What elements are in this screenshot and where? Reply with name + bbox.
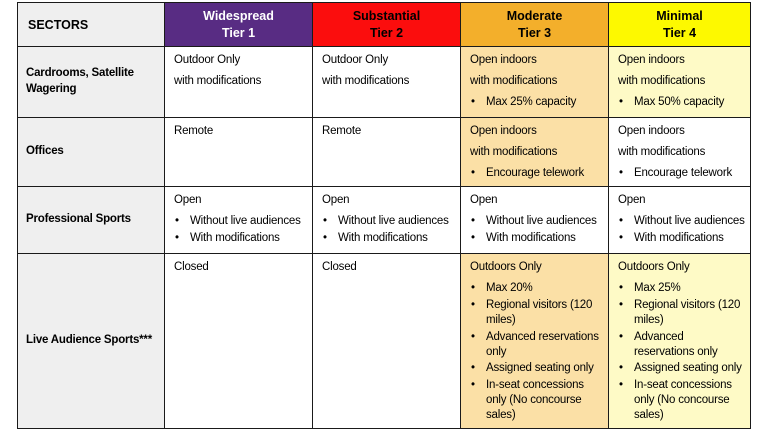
column-header-tier1: Widespread Tier 1 <box>164 2 313 47</box>
cell-line: Closed <box>322 260 357 273</box>
cell-line: with modifications <box>174 74 262 87</box>
header-row: SECTORS Widespread Tier 1 Substantial Ti… <box>17 2 751 47</box>
cell-line: Closed <box>174 260 209 273</box>
bullet-list: Encourage telework <box>470 166 604 181</box>
cell-line: Open <box>174 193 202 206</box>
tier-cell: OpenWithout live audiencesWith modificat… <box>460 185 609 254</box>
bullet-item: Encourage telework <box>470 166 604 181</box>
bullet-item: With modifications <box>618 231 746 246</box>
bullet-item: Without live audiences <box>470 214 604 229</box>
tier-cell: Outdoors OnlyMax 25% Regional visitors (1… <box>608 252 751 430</box>
cell-line: Outdoors Only <box>618 260 690 273</box>
tier-cell: Open indoors with modificationsEncourage … <box>460 117 609 187</box>
cell-line: Outdoors Only <box>470 260 542 273</box>
bullet-item: Max 20% <box>470 281 604 296</box>
tier2-name: Substantial <box>352 9 421 23</box>
cell-line: Open <box>470 193 498 206</box>
tier-cell: Outdoor Only with modifications <box>312 46 461 118</box>
cell-line: with modifications <box>618 145 706 158</box>
bullet-item: Advanced reservations only <box>618 330 746 360</box>
tier-cell: Closed <box>164 252 313 430</box>
sector-label: Live Audience Sports*** <box>17 252 165 430</box>
bullet-item: Max 25% capacity <box>470 95 604 110</box>
tier-cell: Outdoor Only with modifications <box>164 46 313 118</box>
cell-line: with modifications <box>470 145 558 158</box>
tier-cell: Closed <box>312 252 461 430</box>
column-header-tier3: Moderate Tier 3 <box>460 2 609 47</box>
cell-line: with modifications <box>470 74 558 87</box>
cell-line: Open indoors <box>618 54 685 66</box>
sector-label: Cardrooms, Satellite Wagering <box>17 46 165 118</box>
bullet-list: Max 25% capacity <box>470 95 604 110</box>
cell-line: with modifications <box>322 74 410 87</box>
cell-line: with modifications <box>618 74 706 87</box>
bullet-item: With modifications <box>322 231 456 246</box>
bullet-item: Assigned seating only <box>470 361 604 376</box>
bullet-item: Assigned seating only <box>618 361 746 376</box>
bullet-item: Regional visitors (120 miles) <box>618 298 746 328</box>
cell-line: Open indoors <box>618 125 685 137</box>
tier-cell: Open indoors with modificationsMax 50% ca… <box>608 46 751 118</box>
cell-line: Remote <box>174 125 214 137</box>
bullet-item: With modifications <box>470 231 604 246</box>
tier4-name: Minimal <box>656 9 703 23</box>
cell-line: Remote <box>322 125 362 137</box>
bullet-item: Without live audiences <box>174 214 308 229</box>
tier-cell: Open indoors with modificationsEncourage … <box>608 117 751 187</box>
cell-line: Open indoors <box>470 125 537 137</box>
tier-cell: OpenWithout live audiencesWith modificat… <box>608 185 751 254</box>
bullet-item: In-seat concessions only (No concourse s… <box>470 378 604 423</box>
tier4-number: Tier 4 <box>662 26 697 40</box>
tier-cell: Open indoors with modificationsMax 25% ca… <box>460 46 609 118</box>
tier-cell: Remote <box>164 117 313 187</box>
bullet-item: Without live audiences <box>322 214 456 229</box>
column-header-tier4: Minimal Tier 4 <box>608 2 751 47</box>
cell-line: Open <box>322 193 350 206</box>
cell-line: Outdoor Only <box>174 54 240 66</box>
column-header-sectors: SECTORS <box>17 2 165 47</box>
cell-line: Open indoors <box>470 54 537 66</box>
cell-line: Outdoor Only <box>322 54 388 66</box>
reopening-tiers-table: SECTORS Widespread Tier 1 Substantial Ti… <box>17 2 751 430</box>
bullet-item: In-seat concessions only (No concourse s… <box>618 378 746 423</box>
tier-cell: OpenWithout live audiencesWith modificat… <box>312 185 461 254</box>
bullet-list: Encourage telework <box>618 166 746 181</box>
bullet-item: Max 50% capacity <box>618 95 746 110</box>
bullet-list: Without live audiencesWith modifications <box>174 214 308 246</box>
bullet-list: Without live audiencesWith modifications <box>470 214 604 246</box>
tier1-name: Widespread <box>203 9 274 23</box>
sector-label: Professional Sports <box>17 185 165 254</box>
sector-label: Offices <box>17 117 165 187</box>
tier1-number: Tier 1 <box>221 26 256 40</box>
bullet-item: With modifications <box>174 231 308 246</box>
bullet-item: Regional visitors (120 miles) <box>470 298 604 328</box>
tier3-name: Moderate <box>506 9 563 23</box>
column-header-tier2: Substantial Tier 2 <box>312 2 461 47</box>
bullet-list: Max 50% capacity <box>618 95 746 110</box>
bullet-item: Without live audiences <box>618 214 746 229</box>
table-row: Live Audience Sports*** Closed Closed Outdo… <box>17 252 751 430</box>
bullet-item: Encourage telework <box>618 166 746 181</box>
bullet-list: Max 20% Regional visitors (120 miles)Adva… <box>470 281 604 423</box>
bullet-list: Max 25% Regional visitors (120 miles)Adva… <box>618 281 746 423</box>
bullet-list: Without live audiencesWith modifications <box>618 214 746 246</box>
bullet-list: Without live audiencesWith modifications <box>322 214 456 246</box>
tier-cell: Outdoors OnlyMax 20% Regional visitors (1… <box>460 252 609 430</box>
tier-cell: OpenWithout live audiencesWith modificat… <box>164 185 313 254</box>
bullet-item: Max 25% <box>618 281 746 296</box>
tier-cell: Remote <box>312 117 461 187</box>
table-row: Offices Remote Remote Open indoors with modi… <box>17 117 751 187</box>
tier2-number: Tier 2 <box>369 26 404 40</box>
table-row: Professional SportsOpenWithout live audi… <box>17 185 751 254</box>
cell-line: Open <box>618 193 646 206</box>
bullet-item: Advanced reservations only <box>470 330 604 360</box>
tier3-number: Tier 3 <box>517 26 552 40</box>
